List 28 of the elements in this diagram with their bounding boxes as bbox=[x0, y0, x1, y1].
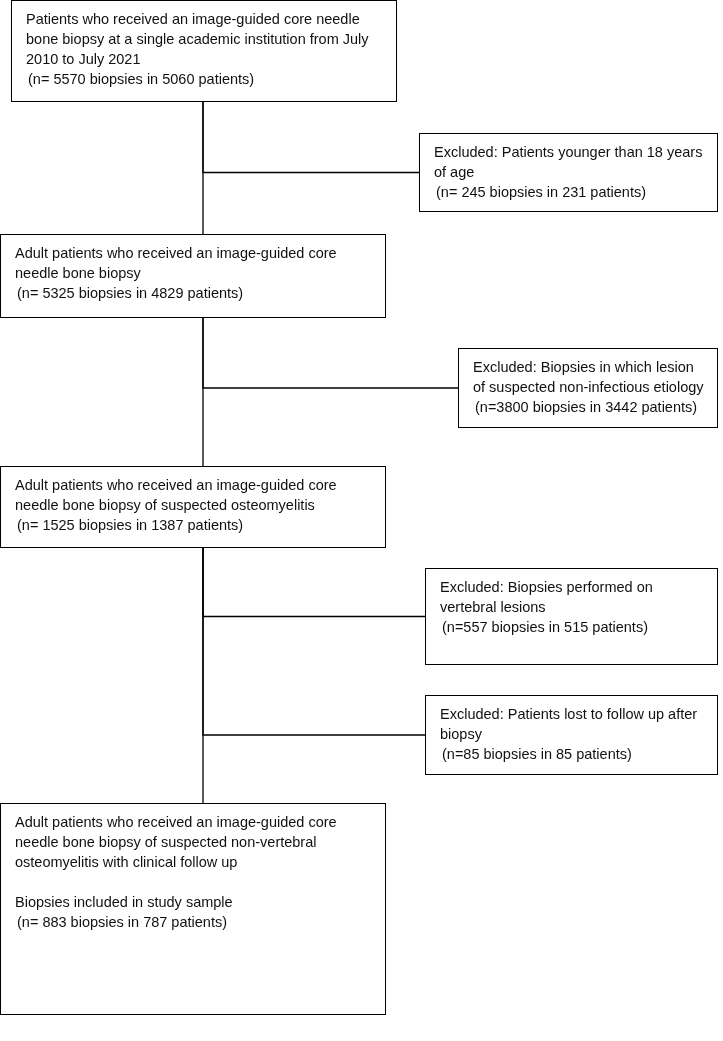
process-box bbox=[0, 803, 386, 1015]
box-text: Excluded: Biopsies in which lesion of suspected non-infectious etiology bbox=[473, 358, 705, 397]
box-text: (n= 5570 biopsies in 5060 patients) bbox=[27, 70, 256, 89]
box-text: (n= 5325 biopsies in 4829 patients) bbox=[16, 284, 245, 303]
box-text: Excluded: Biopsies performed on vertebral lesions bbox=[440, 578, 654, 617]
box-text: (n= 245 biopsies in 231 patients) bbox=[435, 183, 647, 202]
box-text: (n=85 biopsies in 85 patients) bbox=[441, 745, 633, 764]
process-box bbox=[419, 133, 718, 212]
box-text: Adult patients who received an image-guided core needle bone biopsy bbox=[15, 244, 338, 283]
box-text: Excluded: Patients younger than 18 years of age bbox=[434, 143, 704, 182]
box-text: (n= 883 biopsies in 787 patients) bbox=[16, 913, 228, 932]
connector-line bbox=[202, 317, 459, 389]
connector-line bbox=[202, 547, 426, 736]
box-text: Biopsies included in study sample bbox=[15, 893, 234, 912]
process-box bbox=[458, 348, 718, 428]
box-text: Adult patients who received an image-guided core needle bone biopsy of suspected osteomyelitis bbox=[15, 476, 338, 515]
box-text: (n=557 biopsies in 515 patients) bbox=[441, 618, 649, 637]
box-text: Patients who received an image-guided core needle bone biopsy at a single academic institution from July 2010 to July 2021 bbox=[26, 10, 370, 69]
box-text: (n=3800 biopsies in 3442 patients) bbox=[474, 398, 699, 417]
connector-line bbox=[202, 101, 420, 174]
box-text: (n= 1525 biopsies in 1387 patients) bbox=[16, 516, 245, 535]
process-box bbox=[0, 234, 386, 318]
process-box bbox=[425, 695, 718, 775]
box-text: Excluded: Patients lost to follow up after biopsy bbox=[440, 705, 699, 744]
process-box bbox=[11, 0, 397, 102]
process-box bbox=[425, 568, 718, 665]
process-box bbox=[0, 466, 386, 548]
box-text: Adult patients who received an image-guided core needle bone biopsy of suspected non-vertebral osteomyelitis with clinical follow up bbox=[15, 813, 338, 872]
